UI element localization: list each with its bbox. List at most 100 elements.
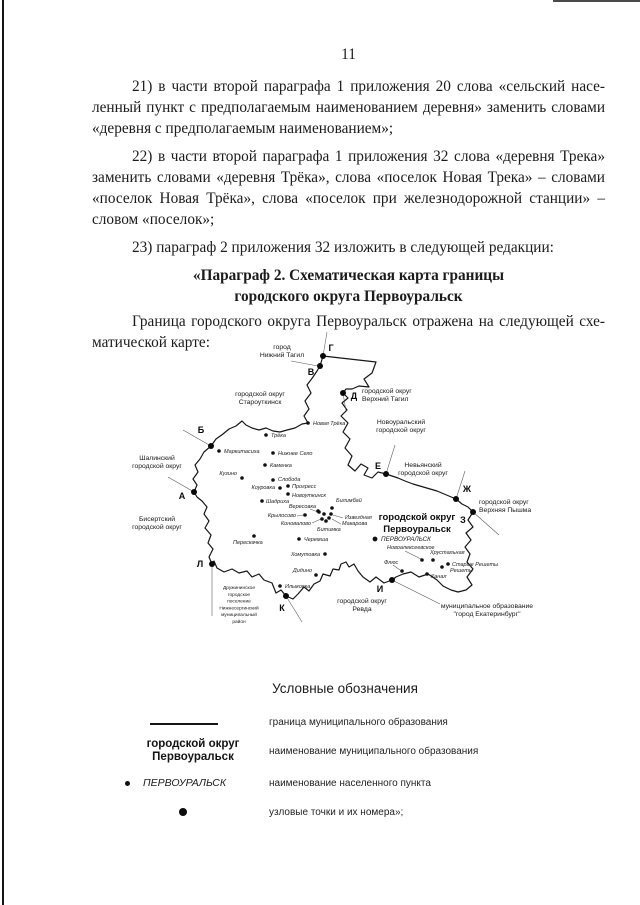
settlement-dot: [286, 484, 290, 488]
node-leader-line: [285, 595, 303, 623]
section-heading: «Параграф 2. Схематическая карта границы…: [92, 265, 605, 307]
legend-municipality-name-symbol: городской округ Первоуральск: [146, 738, 240, 763]
settlement-dot: [372, 536, 378, 542]
settlement-label: Вересовка: [289, 504, 316, 510]
settlement-label: Перескачка: [233, 540, 263, 546]
label-leader-line: [331, 518, 342, 525]
legend-item-settlement-desc: наименование населенного пункта: [269, 778, 431, 789]
text-line: матической карте:: [92, 334, 210, 351]
settlement-label: Билимбай: [336, 497, 362, 504]
settlement-dot: [271, 478, 275, 482]
settlement-label: Дидино: [292, 568, 312, 574]
boundary-node-dot: [317, 363, 323, 369]
body-text: 21) в части второй параграфа 1 приложени…: [92, 76, 605, 353]
settlement-dot: [330, 506, 334, 510]
settlement-dot: [327, 516, 331, 520]
legend-item-nodes-desc: узловые точки и их номера»;: [269, 807, 404, 818]
node-leader-line: [322, 331, 328, 357]
text-line: 23) параграф 2 приложения 32 изложить в …: [132, 239, 554, 256]
paragraph: 22) в части второй параграфа 1 приложени…: [92, 146, 605, 230]
legend-node-dot-symbol: [179, 808, 187, 816]
settlement-dot: [297, 537, 301, 541]
label-leader-line: [311, 518, 322, 524]
boundary-node-dot: [453, 496, 459, 502]
settlement-dot: [314, 573, 318, 577]
settlement-dot: [446, 562, 450, 566]
settlement-label: Кузино: [219, 471, 237, 477]
node-leader-line: [472, 511, 500, 536]
settlement-dot: [271, 451, 275, 455]
text-line: 22) в части второй параграфа 1 приложени…: [132, 148, 605, 165]
settlement-label: Канал: [431, 574, 446, 580]
legend-boundary-line-symbol: [150, 723, 218, 725]
settlement-dot: [420, 558, 424, 562]
settlement-dot: [264, 433, 268, 437]
settlement-dot: [322, 512, 326, 516]
text-line: заменить словами «деревня Трёка», слова …: [92, 169, 605, 186]
boundary-node-dot: [340, 390, 346, 396]
scan-artifact-left-border: [2, 0, 4, 905]
settlement-label: Крылосово: [268, 513, 296, 519]
heading-line: «Параграф 2. Схематическая карта границы: [192, 267, 505, 284]
settlement-dot: [431, 558, 435, 562]
text-line: ленный пункт с предполагаемым наименован…: [92, 99, 605, 116]
label-leader-line: [404, 550, 422, 560]
legend-item-municipality-desc: наименование муниципального образования: [269, 746, 479, 757]
settlement-dot: [324, 519, 328, 523]
settlement-dot: [400, 569, 404, 573]
node-leader-line: [391, 579, 441, 605]
node-leader-line: [385, 444, 396, 475]
scan-artifact-top-border: [553, 0, 640, 2]
settlement-label: Хомутовка: [290, 552, 320, 558]
settlement-label: Извездная: [345, 515, 372, 521]
settlement-label: Ильмовка: [285, 584, 310, 590]
text-line: Граница городского округа Первоуральск о…: [132, 313, 605, 330]
settlement-label: Черемша: [304, 537, 328, 543]
settlement-label: ПЕРВОУРАЛЬСК: [381, 536, 431, 543]
settlement-label: Макарова: [342, 521, 367, 527]
boundary-node-letter: И: [377, 584, 383, 594]
neighbor-territory-label: муниципальное образование"город Екатерин…: [441, 602, 533, 618]
text-line: «деревня с предполагаемым наименованием»…: [92, 120, 394, 137]
boundary-node-letter: А: [179, 491, 186, 501]
settlement-label: Решеты: [450, 568, 473, 574]
settlement-dot: [303, 513, 307, 517]
page-number: 11: [341, 46, 356, 63]
boundary-node-letter: К: [279, 603, 285, 613]
heading-line: городского округа Первоуральск: [234, 288, 463, 305]
text-line: «поселок Новая Трёка», слова «поселок пр…: [92, 190, 605, 207]
settlement-label: Новая Трёка: [313, 421, 345, 427]
settlement-label: Битимка: [317, 527, 341, 533]
settlement-label: Новоуткинск: [292, 493, 326, 499]
settlement-label: Коновалово: [281, 521, 311, 527]
label-leader-line: [392, 564, 401, 571]
paragraph: 21) в части второй параграфа 1 приложени…: [92, 76, 605, 139]
settlement-label: Нижнее Село: [278, 451, 313, 457]
boundary-node-letter: Б: [198, 425, 205, 435]
settlement-dot: [306, 421, 310, 425]
node-leader-line: [290, 360, 319, 367]
municipal-boundary-line: [192, 355, 474, 600]
settlement-dot: [252, 534, 256, 538]
settlement-dot: [240, 476, 244, 480]
settlement-dot: [286, 492, 290, 496]
settlement-dot: [320, 517, 324, 521]
settlement-label: Хрустальная: [429, 550, 465, 556]
settlement-label: Шадриха: [266, 499, 289, 505]
label-leader-line: [296, 514, 305, 517]
settlement-dot: [329, 512, 333, 516]
boundary-node-dot: [191, 489, 197, 495]
boundary-node-dot: [383, 471, 389, 477]
boundary-node-letter: Д: [351, 391, 358, 401]
